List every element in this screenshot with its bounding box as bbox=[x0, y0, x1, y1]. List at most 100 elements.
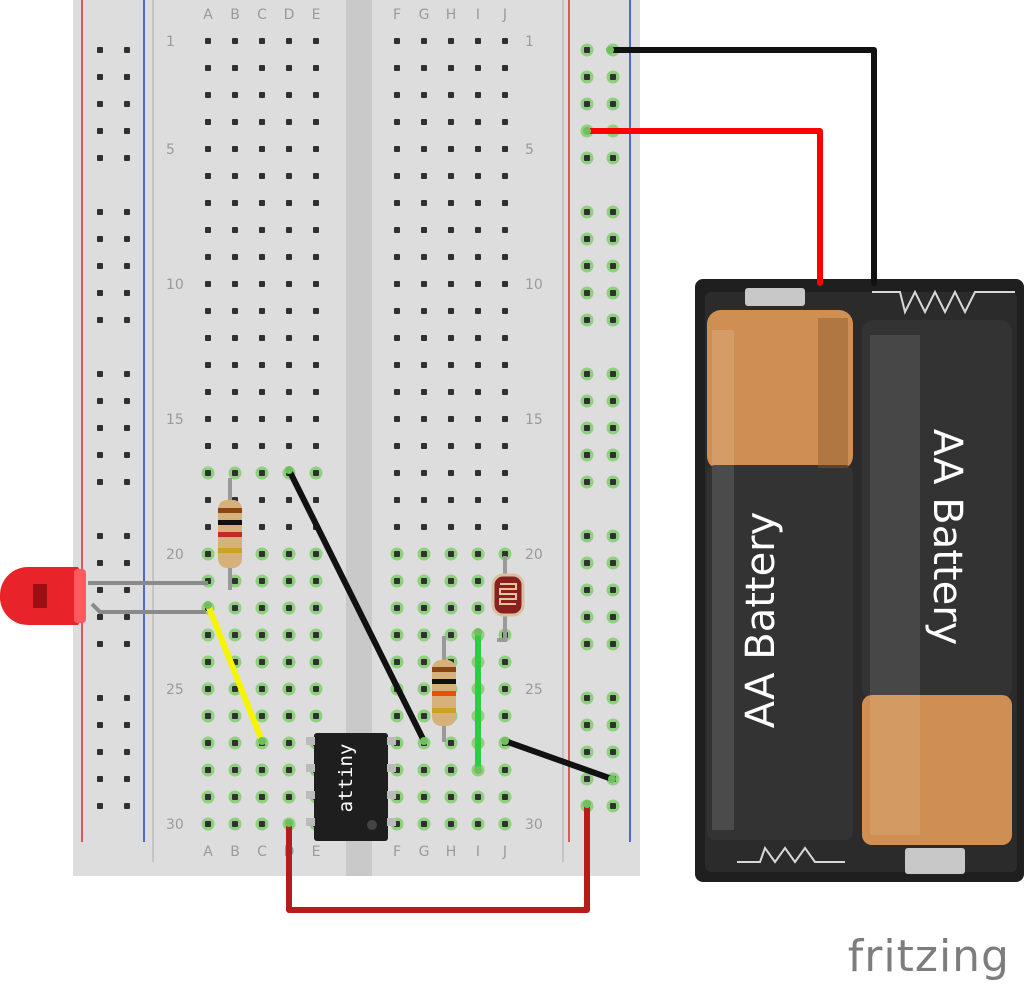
hole bbox=[448, 92, 454, 98]
photoresistor-icon bbox=[491, 573, 525, 617]
chip-pin bbox=[306, 764, 315, 772]
hole bbox=[584, 452, 590, 458]
cell-left-shade bbox=[818, 318, 848, 468]
hole bbox=[97, 263, 103, 269]
hole bbox=[584, 641, 590, 647]
components bbox=[0, 478, 525, 841]
cell-right-shine bbox=[870, 335, 920, 835]
grid-label: I bbox=[476, 7, 480, 23]
grid-label: 25 bbox=[166, 682, 184, 698]
hole bbox=[205, 470, 211, 476]
hole bbox=[232, 443, 238, 449]
hole bbox=[313, 497, 319, 503]
hole bbox=[97, 236, 103, 242]
hole bbox=[421, 659, 427, 665]
hole bbox=[394, 38, 400, 44]
wire-end bbox=[420, 737, 428, 745]
hole bbox=[502, 173, 508, 179]
hole bbox=[259, 38, 265, 44]
hole bbox=[475, 254, 481, 260]
hole bbox=[475, 821, 481, 827]
hole bbox=[286, 443, 292, 449]
hole bbox=[421, 686, 427, 692]
hole bbox=[124, 128, 130, 134]
resistor-icon bbox=[218, 500, 242, 568]
hole bbox=[259, 821, 265, 827]
grid-label: C bbox=[257, 7, 267, 23]
hole bbox=[259, 308, 265, 314]
resistor-band bbox=[432, 679, 456, 684]
hole bbox=[313, 389, 319, 395]
hole bbox=[421, 524, 427, 530]
hole bbox=[448, 821, 454, 827]
cell-right-terminal bbox=[905, 848, 965, 874]
hole bbox=[394, 470, 400, 476]
ic-chip-icon bbox=[306, 733, 396, 841]
hole bbox=[475, 470, 481, 476]
hole bbox=[259, 65, 265, 71]
resistor-band bbox=[218, 508, 242, 513]
hole bbox=[259, 443, 265, 449]
hole bbox=[124, 560, 130, 566]
hole bbox=[286, 362, 292, 368]
hole bbox=[286, 416, 292, 422]
hole bbox=[313, 308, 319, 314]
hole bbox=[502, 200, 508, 206]
cell-left-shine bbox=[712, 330, 734, 830]
grid-label: 30 bbox=[166, 817, 184, 833]
hole bbox=[259, 551, 265, 557]
hole bbox=[502, 362, 508, 368]
hole bbox=[502, 65, 508, 71]
grid-label: 10 bbox=[166, 277, 184, 293]
hole bbox=[421, 308, 427, 314]
grid-label: G bbox=[419, 844, 430, 860]
resistor-band bbox=[218, 548, 242, 553]
hole bbox=[259, 470, 265, 476]
hole bbox=[448, 281, 454, 287]
center-channel bbox=[346, 0, 372, 876]
hole bbox=[205, 254, 211, 260]
hole bbox=[394, 65, 400, 71]
hole bbox=[584, 695, 590, 701]
hole bbox=[286, 551, 292, 557]
cell-right-body bbox=[862, 320, 1012, 700]
chip-pin bbox=[387, 764, 396, 772]
hole bbox=[584, 776, 590, 782]
hole bbox=[502, 767, 508, 773]
hole bbox=[394, 416, 400, 422]
chip-pin bbox=[387, 818, 396, 826]
grid-label: H bbox=[446, 844, 457, 860]
grid-label: C bbox=[257, 844, 267, 860]
hole bbox=[610, 614, 616, 620]
hole bbox=[448, 416, 454, 422]
hole bbox=[610, 560, 616, 566]
hole bbox=[205, 389, 211, 395]
hole bbox=[313, 119, 319, 125]
hole bbox=[205, 416, 211, 422]
hole bbox=[97, 803, 103, 809]
hole bbox=[97, 695, 103, 701]
hole bbox=[610, 155, 616, 161]
hole bbox=[259, 227, 265, 233]
hole bbox=[286, 713, 292, 719]
hole bbox=[584, 425, 590, 431]
hole bbox=[610, 317, 616, 323]
wire-yellow bbox=[205, 602, 265, 744]
resistor-band bbox=[432, 691, 456, 696]
hole bbox=[584, 236, 590, 242]
wire-end bbox=[501, 737, 509, 745]
hole bbox=[124, 749, 130, 755]
hole bbox=[97, 641, 103, 647]
hole bbox=[259, 416, 265, 422]
hole bbox=[313, 632, 319, 638]
chip-pin bbox=[306, 818, 315, 826]
battery-cell-left-label: AA Battery bbox=[738, 512, 784, 729]
hole bbox=[610, 209, 616, 215]
hole bbox=[610, 398, 616, 404]
hole bbox=[502, 686, 508, 692]
hole bbox=[502, 335, 508, 341]
hole bbox=[448, 605, 454, 611]
hole bbox=[232, 767, 238, 773]
resistor-band bbox=[432, 708, 456, 713]
